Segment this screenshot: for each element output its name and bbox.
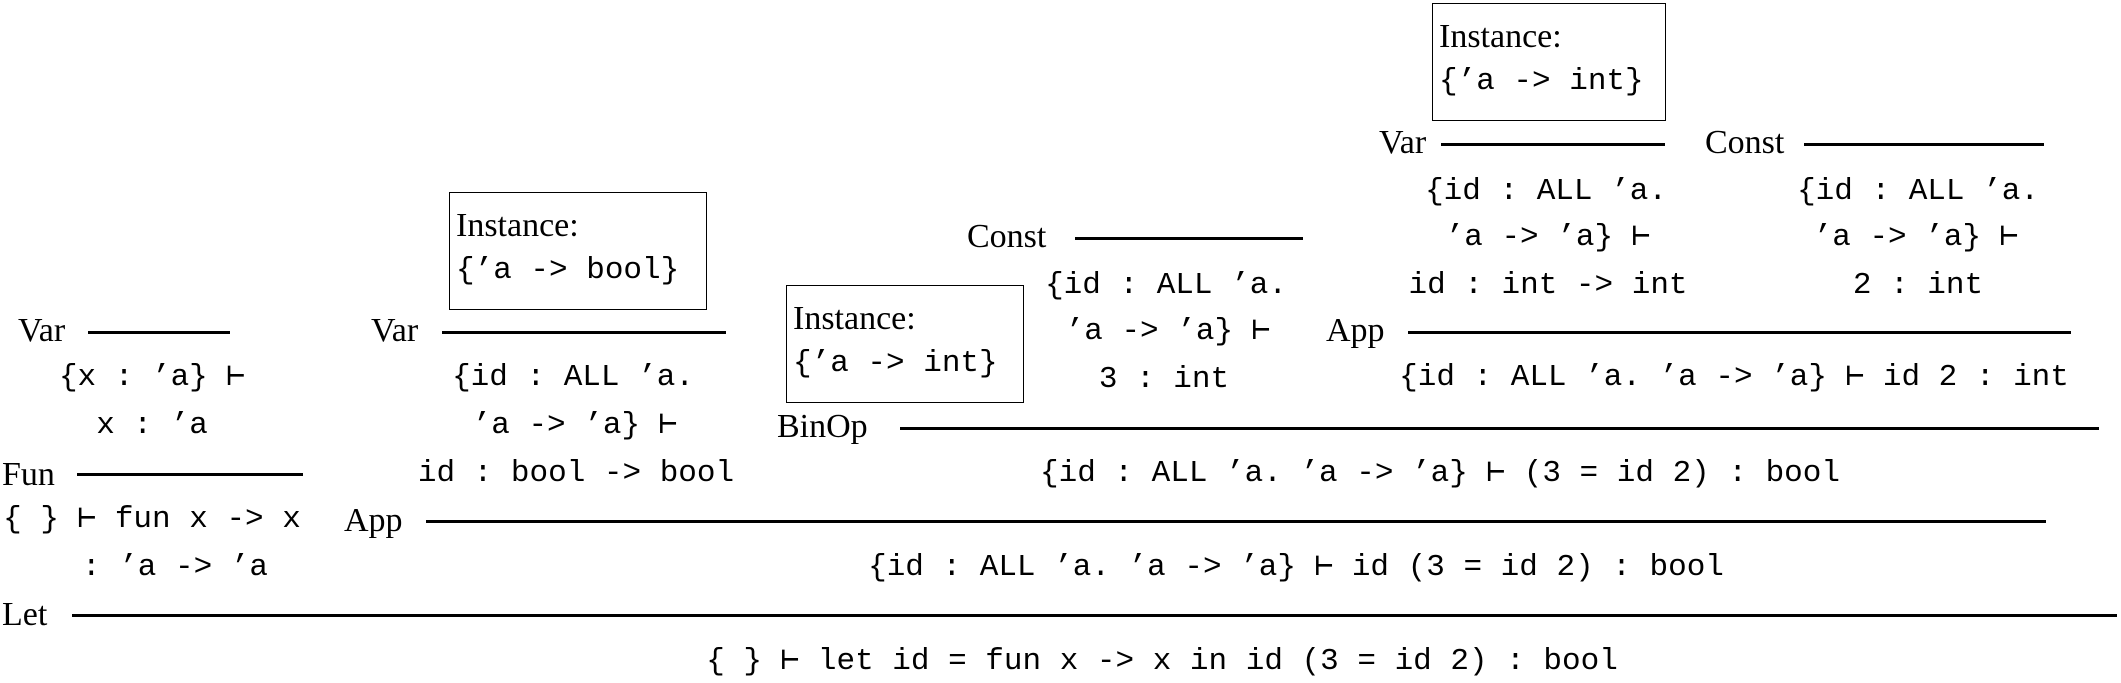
rule-label-var-left: Var	[18, 312, 66, 349]
inference-line-const-mid	[1075, 237, 1303, 240]
judgment-var-top-line3: id : int -> int	[1408, 268, 1688, 303]
rule-label-let: Let	[2, 596, 48, 633]
judgment-var-mid-line1: {id : ALL ’a.	[452, 360, 694, 395]
rule-label-fun: Fun	[2, 456, 55, 493]
inference-line-fun	[77, 473, 303, 476]
instance-box-int-binop-value: {’a -> int}	[793, 346, 998, 381]
instance-box-int-top: Instance: {’a -> int}	[1432, 3, 1666, 121]
judgment-binop: {id : ALL ’a. ’a -> ’a} ⊢ (3 = id 2) : b…	[1040, 456, 1840, 491]
inference-line-app-right	[1408, 331, 2071, 334]
rule-label-const-mid: Const	[967, 218, 1047, 255]
inference-line-const-right	[1804, 143, 2044, 146]
judgment-const-mid-line3: 3 : int	[1098, 362, 1230, 397]
instance-box-int-binop: Instance: {’a -> int}	[786, 285, 1024, 403]
rule-label-app-right: App	[1326, 312, 1385, 349]
judgment-var-top-line1: {id : ALL ’a.	[1425, 174, 1667, 209]
rule-label-binop: BinOp	[777, 408, 868, 445]
inference-line-binop	[900, 427, 2099, 430]
judgment-var-left-line2: x : ’a	[96, 408, 208, 443]
judgment-const-right-line1: {id : ALL ’a.	[1797, 174, 2039, 209]
judgment-app-mid: {id : ALL ’a. ’a -> ’a} ⊢ id (3 = id 2) …	[868, 550, 1724, 585]
instance-box-int-top-value: {’a -> int}	[1439, 64, 1644, 99]
instance-box-bool-value: {’a -> bool}	[456, 253, 680, 288]
judgment-const-mid-line2: ’a -> ’a} ⊢	[1065, 314, 1271, 349]
rule-label-var-mid: Var	[371, 312, 419, 349]
instance-box-int-top-title: Instance:	[1439, 18, 1562, 55]
inference-line-var-top	[1441, 143, 1665, 146]
instance-box-int-binop-title: Instance:	[793, 300, 916, 337]
inference-line-var-mid	[442, 331, 726, 334]
instance-box-bool-title: Instance:	[456, 207, 579, 244]
inference-line-app-mid	[426, 520, 2046, 523]
judgment-const-right-line2: ’a -> ’a} ⊢	[1813, 220, 2019, 255]
judgment-var-mid-line2: ’a -> ’a} ⊢	[472, 408, 678, 443]
judgment-fun-line2: : ’a -> ’a	[81, 550, 269, 585]
judgment-app-right: {id : ALL ’a. ’a -> ’a} ⊢ id 2 : int	[1399, 360, 2069, 395]
inference-line-var-left	[88, 331, 230, 334]
judgment-let: { } ⊢ let id = fun x -> x in id (3 = id …	[706, 644, 1618, 679]
inference-line-let	[72, 614, 2117, 617]
judgment-var-top-line2: ’a -> ’a} ⊢	[1445, 220, 1651, 255]
rule-label-var-top: Var	[1379, 124, 1427, 161]
judgment-fun-line1: { } ⊢ fun x -> x	[3, 502, 301, 537]
judgment-var-mid-line3: id : bool -> bool	[417, 456, 735, 491]
judgment-const-mid-line1: {id : ALL ’a.	[1045, 268, 1287, 303]
judgment-const-right-line3: 2 : int	[1852, 268, 1984, 303]
rule-label-app-mid: App	[344, 502, 403, 539]
rule-label-const-right: Const	[1705, 124, 1785, 161]
instance-box-bool: Instance: {’a -> bool}	[449, 192, 707, 310]
judgment-var-left-line1: {x : ’a} ⊢	[58, 360, 246, 395]
